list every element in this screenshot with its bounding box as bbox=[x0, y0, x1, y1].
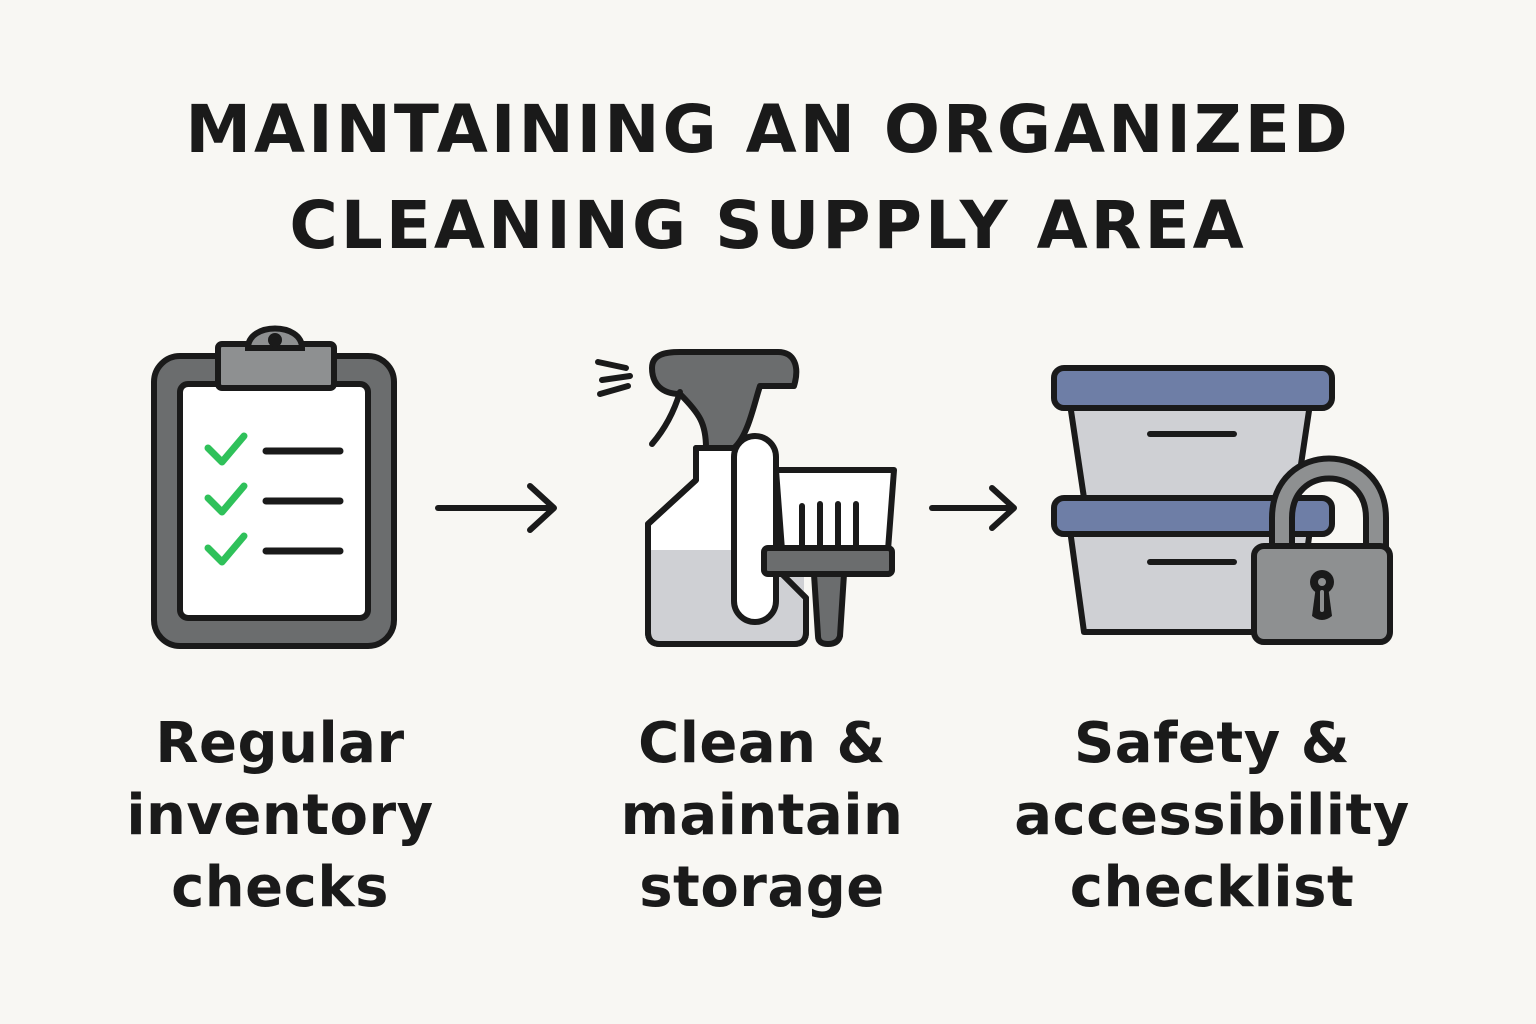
step-label-line: maintain bbox=[620, 783, 904, 848]
step-label-line: accessibility bbox=[1014, 783, 1410, 848]
step-label-line: Clean & bbox=[638, 711, 886, 776]
storage-bin-icon bbox=[1051, 495, 1335, 635]
step-label-safety: Safety & accessibility checklist bbox=[1002, 708, 1422, 924]
arrow-right-icon bbox=[929, 485, 1017, 531]
step-label-line: Regular bbox=[155, 711, 405, 776]
arrow-right-icon bbox=[435, 483, 557, 533]
step-label-line: checklist bbox=[1069, 855, 1355, 920]
locked-storage-bins-icon bbox=[1051, 365, 1393, 645]
step-label-line: checks bbox=[171, 855, 389, 920]
check-mark-icon bbox=[204, 432, 248, 566]
step-label-storage: Clean & maintain storage bbox=[552, 708, 972, 924]
step-label-line: storage bbox=[639, 855, 885, 920]
title-line-1: MAINTAINING AN ORGANIZED bbox=[185, 91, 1351, 168]
clipboard-checklist-icon bbox=[151, 325, 397, 649]
step-label-line: Safety & bbox=[1073, 711, 1351, 776]
step-label-line: inventory bbox=[126, 783, 434, 848]
padlock-icon bbox=[1251, 455, 1393, 645]
spray-lines-icon bbox=[595, 359, 633, 397]
page-title: MAINTAINING AN ORGANIZED CLEANING SUPPLY… bbox=[0, 82, 1536, 274]
step-label-inventory: Regular inventory checks bbox=[70, 708, 490, 924]
spray-bottle-and-brush-icon bbox=[595, 349, 897, 647]
title-line-2: CLEANING SUPPLY AREA bbox=[289, 187, 1247, 264]
